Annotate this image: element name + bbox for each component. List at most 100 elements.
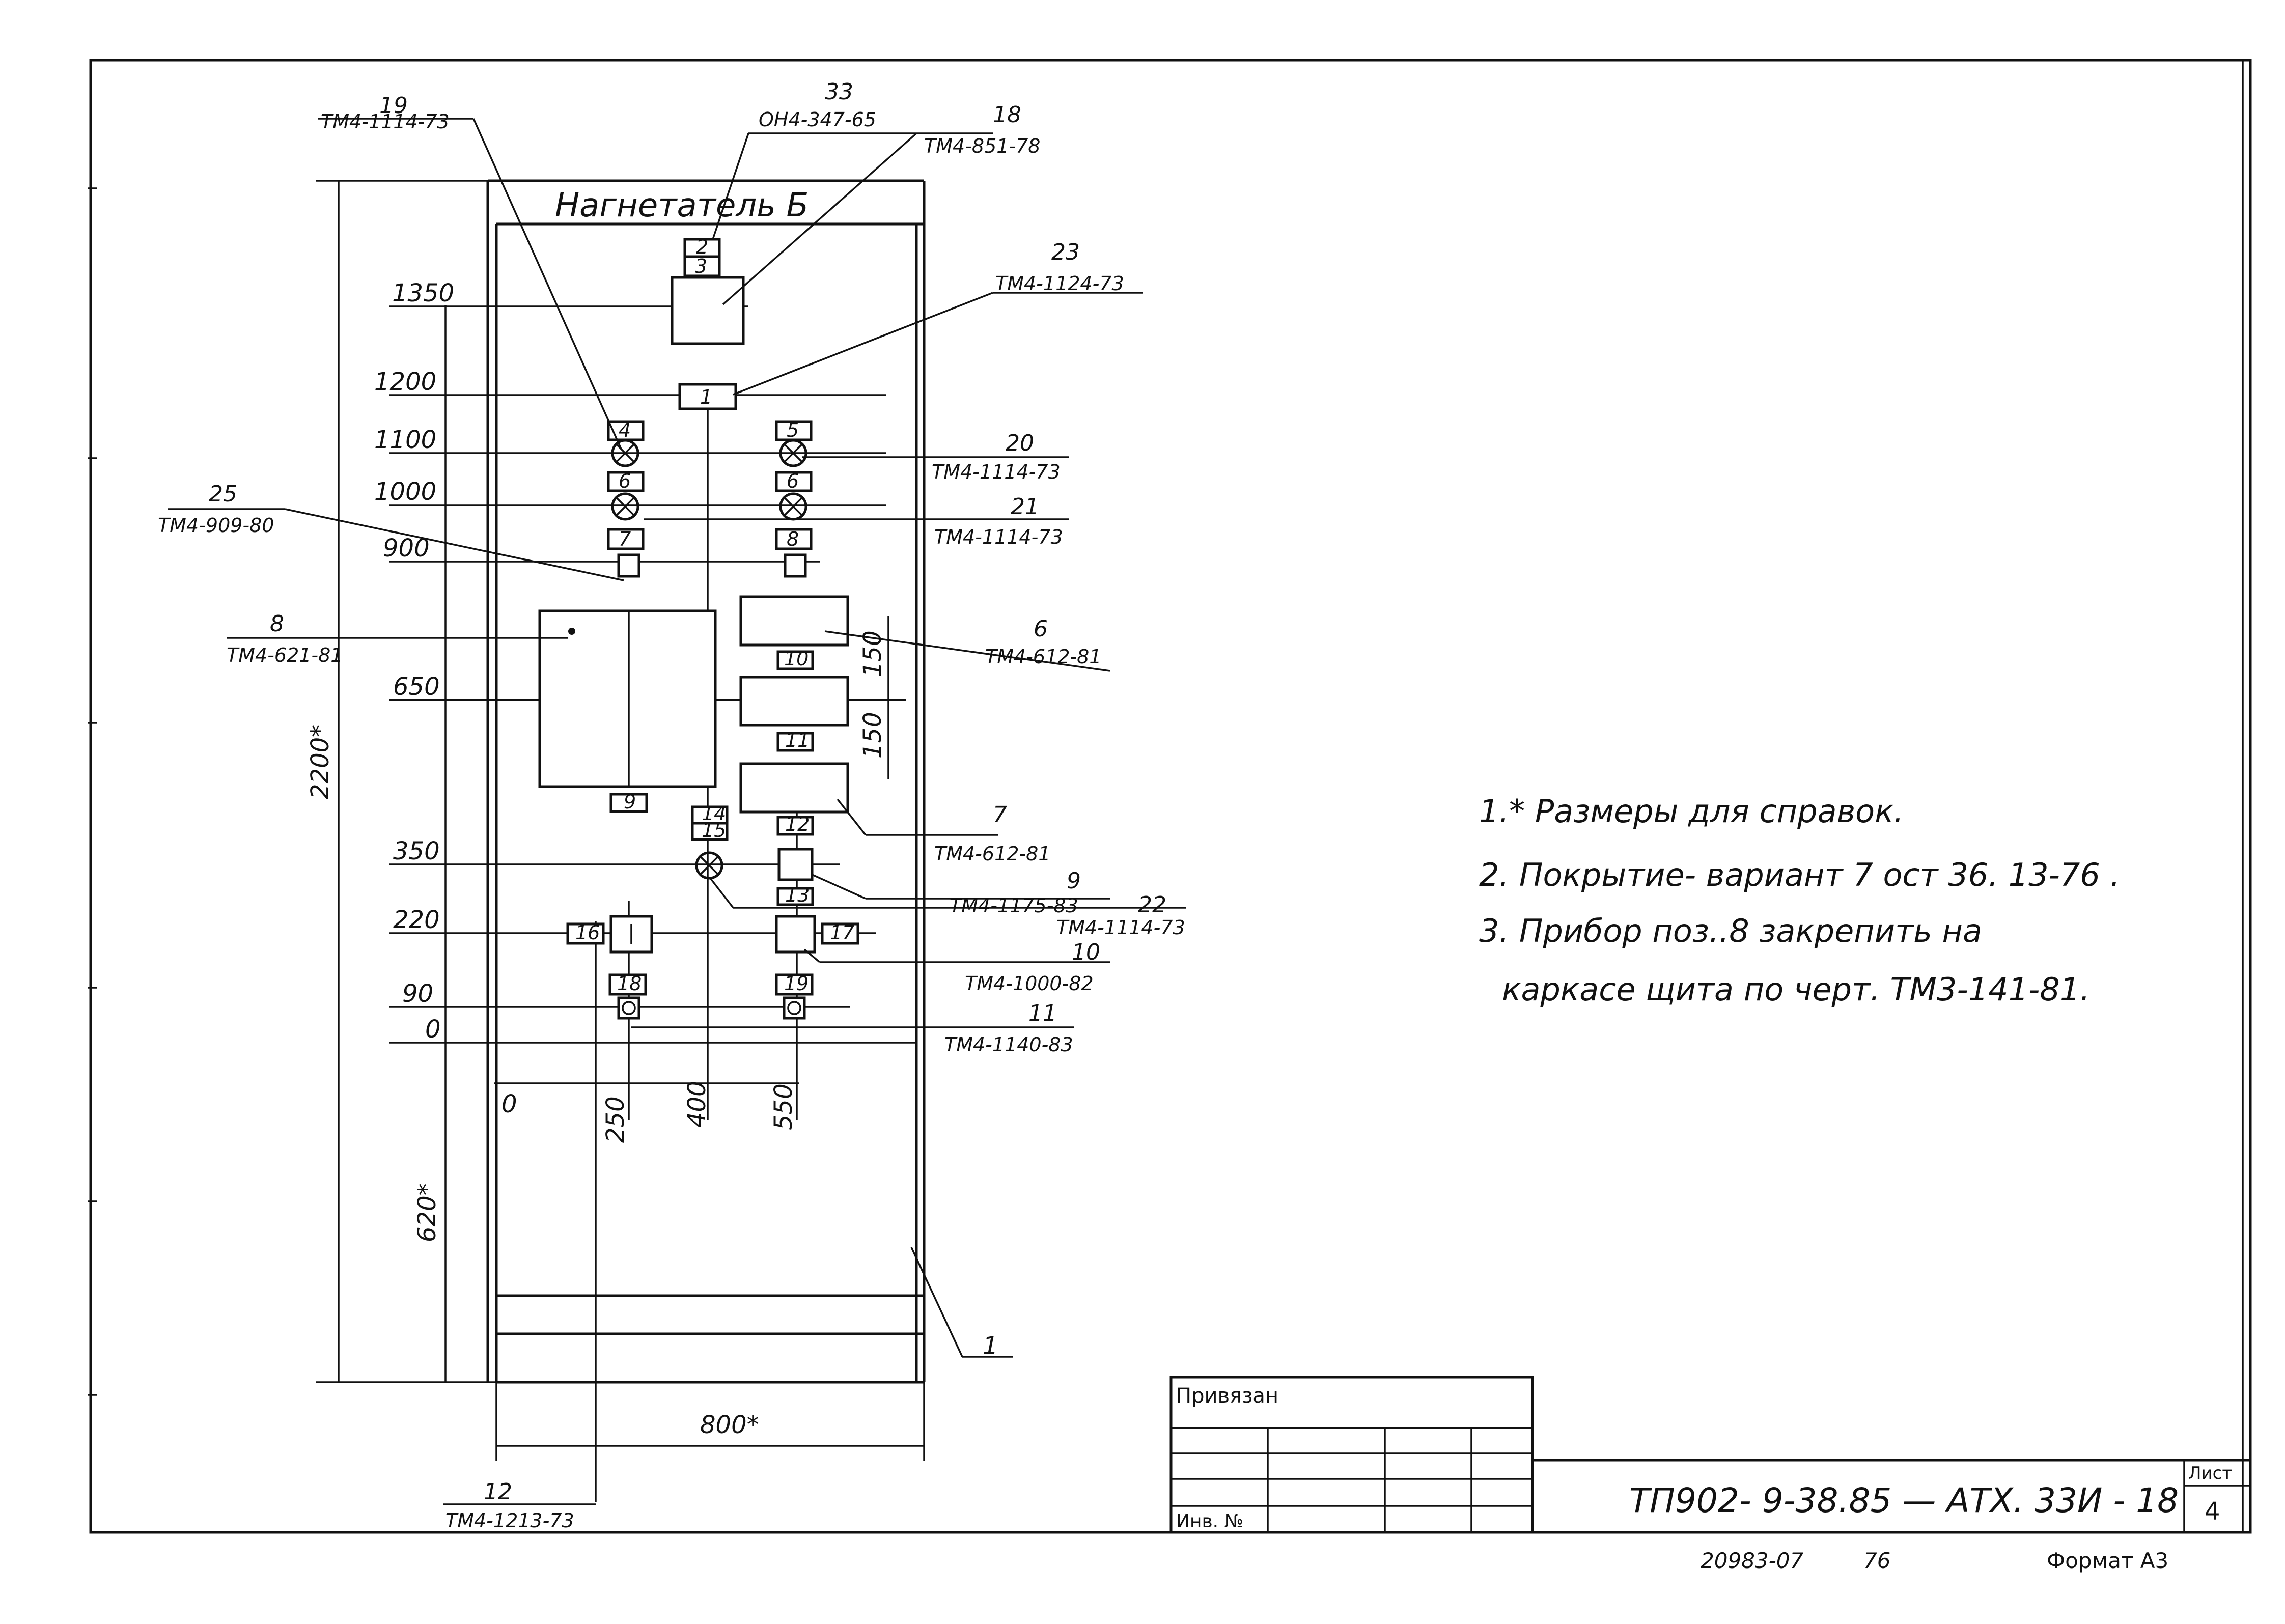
lower-height-dimension: 620* [413,1054,447,1382]
lamp-5: 5 [775,419,813,467]
callout-23-ref: ТМ4-1124-73 [995,272,1124,295]
hdim-0: 0 [501,1090,517,1118]
title-block: Привязан Инв. № ТП902- 9-38.85 — АТХ. 33… [1169,1376,2250,1573]
tag-10: 10 [784,648,809,670]
device-17: 17 [775,915,859,954]
callout-8-pos: 8 [270,611,284,637]
overall-height-dimension: 2200* [306,180,488,1382]
tag-box-9: 9 [609,791,648,813]
tag-11: 11 [785,729,810,751]
callout-7-pos: 7 [993,802,1007,828]
callout-19-pos: 19 [379,93,408,119]
spacing-dimensions: 150 150 [858,616,889,779]
notes: 1.* Размеры для справок. 2. Покрытие- ва… [1479,793,2120,1008]
tag-6a: 6 [619,470,631,492]
callout-6-ref: ТМ4-612-81 [985,646,1101,668]
callout-33-ref: ОН4-347-65 [759,108,876,131]
device-9: 13 [776,848,814,906]
callout-33-pos: 33 [825,79,853,105]
button-7: 7 [607,528,645,578]
callout-22-pos: 22 [1138,892,1166,918]
dim-900: 900 [383,534,430,563]
dim-1350: 1350 [392,279,454,307]
dim-350: 350 [393,837,440,865]
dim-1200: 1200 [374,368,436,396]
sheet-label: Лист [2188,1463,2232,1483]
callout-10-pos: 10 [1072,939,1100,965]
callout-25-ref: ТМ4-909-80 [158,514,274,537]
device-16: 16 [566,915,653,954]
callout-22-ref: ТМ4-1114-73 [1056,916,1185,939]
format-label: Формат А3 [2047,1548,2168,1573]
callout-11-ref: ТМ4-1140-83 [944,1033,1073,1056]
panel-position-number: 1 [983,1332,998,1360]
dim-lower-height: 620* [413,1183,441,1242]
callout-7-ref: ТМ4-612-81 [934,843,1050,865]
margin-ticks [88,187,97,1396]
callout-labels: 19 ТМ4-1114-73 33 ОН4-347-65 18 ТМ4-851-… [158,79,1185,1532]
dim-1000: 1000 [374,478,436,506]
callout-8-ref: ТМ4-621-81 [227,644,343,666]
callout-20-ref: ТМ4-1114-73 [932,461,1061,483]
dim-650: 650 [393,673,440,701]
tag-3: 3 [695,255,707,277]
callout-18-ref: ТМ4-851-78 [924,135,1040,157]
button-8: 8 [775,528,813,578]
archive-number: 20983-07 [1701,1548,1803,1573]
terminal-11b: 19 [775,972,814,1020]
hdim-250: 250 [601,1096,630,1143]
leader-lines [168,118,1186,1505]
archive-sub: 76 [1863,1548,1890,1573]
dim-width: 800* [700,1411,759,1439]
callout-6-pos: 6 [1034,616,1048,642]
note-4: каркасе щита по черт. ТМ3-141-81. [1502,971,2090,1008]
panel-title: Нагнетатель Б [555,187,809,225]
tag-18: 18 [617,972,642,995]
callout-12-ref: ТМ4-1213-73 [445,1509,574,1532]
tag-15: 15 [702,819,726,842]
callout-12-pos: 12 [484,1479,512,1505]
privyazan-label: Привязан [1176,1384,1278,1408]
tag-13: 13 [785,884,810,906]
callout-10-ref: ТМ4-1000-82 [965,972,1094,995]
callout-21-pos: 21 [1011,494,1039,520]
dim-1100: 1100 [374,426,436,454]
terminal-11a: 18 [608,972,647,1020]
device-7: 12 [739,762,849,836]
device-6: 10 [739,595,849,670]
hdim-550: 550 [769,1083,798,1130]
tag-9: 9 [624,791,636,813]
panel-outline: 1 [316,179,1013,1384]
width-dimension: 800* [495,1382,925,1461]
callout-9-ref: ТМ4-1175-83 [950,894,1078,917]
callout-25-pos: 25 [209,481,237,507]
tag-6b: 6 [787,470,799,492]
tag-12: 12 [785,813,810,835]
callout-18-pos: 18 [993,102,1021,128]
sheet-number: 4 [2205,1497,2220,1526]
callout-23-pos: 23 [1051,239,1080,265]
note-2: 2. Покрытие- вариант 7 ост 36. 13-76 . [1479,856,2120,893]
tag-17: 17 [830,921,854,944]
lamp-22: 14 15 [691,802,729,880]
tag-1: 1 [700,386,712,408]
device-23: 1 [678,383,737,410]
callout-21-ref: ТМ4-1114-73 [934,526,1063,548]
callout-9-pos: 9 [1067,868,1081,894]
callout-20-pos: 20 [1006,430,1034,456]
dim-90: 90 [402,979,433,1008]
note-3: 3. Прибор поз..8 закрепить на [1479,912,1982,949]
device-6b: 11 [739,676,849,752]
dim-220: 220 [393,906,440,934]
inv-no-label: Инв. № [1176,1511,1243,1532]
lamp-4: 4 [607,419,645,467]
tag-8: 8 [787,528,799,550]
callout-19-ref: ТМ4-1114-73 [321,110,450,133]
dim-0: 0 [425,1015,441,1044]
tag-5: 5 [787,419,799,441]
tag-2: 2 [696,236,708,258]
hdim-400: 400 [683,1081,711,1128]
tag-19: 19 [784,972,809,995]
lamp-6b: 6 [775,470,813,521]
